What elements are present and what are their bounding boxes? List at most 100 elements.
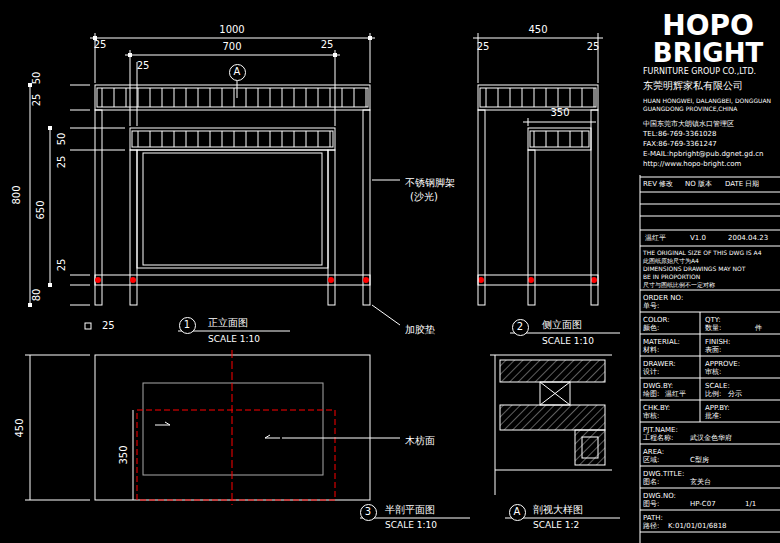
drawing-label: 正立面图	[208, 318, 248, 328]
drawing-label: 数量:	[705, 325, 721, 332]
drawing-label: HP-C07	[690, 501, 716, 508]
side-elevation	[473, 33, 620, 333]
drawing-label: 25	[587, 42, 600, 52]
drawing-label: NO 版本	[685, 181, 712, 188]
drawing-label: 温红平	[665, 391, 686, 398]
drawing-label: PATH:	[643, 515, 663, 522]
callout-number: 3	[365, 507, 371, 517]
drawing-label: 25	[102, 321, 115, 331]
drawing-label: 800	[12, 185, 22, 204]
drawing-label: DRAWER:	[643, 361, 676, 368]
drawing-label: 半剖平面图	[385, 505, 435, 515]
drawing-label: (沙光)	[410, 192, 438, 202]
drawing-label: SCALE 1:10	[385, 521, 437, 530]
drawing-label: 50	[57, 133, 67, 146]
drawing-label: 颜色:	[643, 325, 659, 332]
drawing-label: 450	[528, 25, 547, 35]
drawing-label: MATERIAL:	[643, 339, 680, 346]
drawing-label: 2004.04.23	[728, 235, 768, 242]
drawing-label: SCALE 1:10	[208, 335, 260, 344]
callout-number: A	[514, 507, 521, 517]
drawing-label: PJT.NAME:	[643, 427, 678, 434]
drawing-label: DIMENSIONS DRAWINGS MAY NOT	[643, 266, 746, 272]
drawing-label: COLOR:	[643, 317, 670, 324]
section-detail	[490, 355, 620, 518]
drawing-label: 剖视大样图	[533, 505, 583, 515]
drawing-label: 批准:	[705, 413, 721, 420]
drawing-label: CHK.BY:	[643, 405, 670, 412]
callout-number: 2	[517, 322, 523, 332]
drawing-label: FURNITURE GROUP CO.,LTD.	[643, 68, 756, 76]
drawing-label: 武汉金色华府	[690, 435, 732, 442]
drawing-label: 加胶垫	[405, 325, 435, 335]
callout-number: 1	[184, 320, 190, 330]
drawing-label: DWG.BY:	[643, 383, 673, 390]
callout-circle: 2	[512, 319, 529, 336]
drawing-label: SCALE 1:10	[542, 337, 594, 346]
drawing-label: BRIGHT	[653, 40, 763, 66]
drawing-label: DWG.TITLE:	[643, 471, 684, 478]
drawing-label: 比例:	[705, 391, 721, 398]
drawing-label: 表面:	[705, 347, 721, 354]
callout-circle: 3	[360, 504, 377, 521]
drawing-label: HOPO	[662, 12, 754, 40]
drawing-label: 中国东莞市大朗镇水口管理区	[643, 121, 734, 128]
drawing-label: AREA:	[643, 449, 664, 456]
drawing-label: 350	[119, 445, 129, 464]
drawing-label: 25	[477, 42, 490, 52]
drawing-label: 侧立面图	[542, 320, 582, 330]
glue-pad	[95, 277, 597, 283]
drawing-label: V1.0	[690, 235, 706, 242]
drawing-label: 件	[755, 325, 762, 332]
drawing-label: 路径:	[643, 523, 659, 530]
drawing-label: 25	[57, 156, 67, 169]
drawing-label: 尺寸与图纸比例不一定对称	[643, 282, 715, 288]
front-elevation	[30, 33, 400, 331]
drawing-label: 650	[36, 200, 46, 219]
drawing-label: SCALE:	[705, 383, 730, 390]
drawing-label: 此图纸原始尺寸为A4	[643, 258, 699, 264]
drawing-label: 温红平	[645, 235, 666, 242]
title-block	[640, 175, 780, 543]
drawing-label: FAX:86-769-3361247	[643, 141, 717, 148]
drawing-label: 东莞明辉家私有限公司	[643, 81, 743, 91]
drawing-label: FINISH:	[705, 339, 730, 346]
drawing-label: 50	[32, 72, 42, 85]
callout-circle: 1	[179, 317, 196, 334]
drawing-label: 不锈钢脚架	[405, 178, 455, 188]
drawing-label: E-MAIL:hpbright@pub.dgnet.gd.cn	[643, 151, 763, 158]
drawing-label: APPROVE:	[705, 361, 740, 368]
drawing-label: 玄关台	[690, 479, 711, 486]
drawing-label: 绘图:	[643, 391, 659, 398]
drawing-label: 图名:	[643, 479, 659, 486]
drawing-label: 图号:	[643, 501, 659, 508]
drawing-label: 80	[32, 289, 42, 302]
callout-circle: A	[509, 504, 526, 521]
drawing-label: 25	[32, 94, 42, 107]
drawing-label: 25	[57, 259, 67, 272]
drawing-label: DATE 日期	[725, 181, 759, 188]
drawing-label: QTY:	[705, 317, 721, 324]
drawing-label: 25	[94, 40, 107, 50]
callout-number: A	[234, 67, 241, 77]
drawing-label: 1000	[219, 25, 244, 35]
drawing-label: SCALE 1:2	[533, 521, 579, 530]
drawing-label: 25	[321, 40, 334, 50]
drawing-label: HUAN HONGWEI, DALANGBEI, DONGGUAN	[643, 98, 771, 104]
drawing-label: 分示	[728, 391, 742, 398]
drawing-label: http://www.hopo-bright.com	[643, 161, 741, 168]
drawing-label: 审核:	[643, 413, 659, 420]
drawing-label: 材料:	[643, 347, 659, 354]
drawing-label: 审核:	[705, 369, 721, 376]
drawing-label: BE IN PROPORTION	[643, 274, 700, 280]
drawing-label: 350	[550, 108, 569, 118]
drawing-label: TEL:86-769-3361028	[643, 131, 716, 138]
drawing-label: DWG.NO:	[643, 493, 676, 500]
drawing-label: 区域:	[643, 457, 659, 464]
drawing-label: REV 修改	[643, 181, 673, 188]
drawing-label: 工程名称:	[643, 435, 673, 442]
drawing-label: 木枋面	[405, 436, 435, 446]
half-section-plan	[25, 350, 470, 518]
drawing-label: 25	[137, 61, 150, 71]
drawing-label: 单号:	[643, 303, 659, 310]
